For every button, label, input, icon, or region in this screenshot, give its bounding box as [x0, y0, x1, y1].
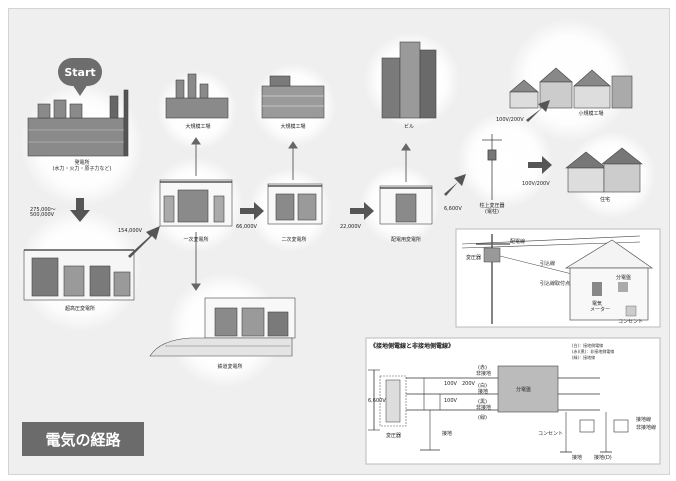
transformer-label: 変圧器: [466, 255, 482, 261]
voltage-22000-label: 22,000V: [340, 224, 361, 230]
ground-label: 接地: [442, 431, 453, 437]
breaker-label: 分電盤: [616, 275, 632, 281]
wire-black-label: (黒): [478, 399, 487, 405]
small-factory-icon: [509, 67, 633, 109]
railway-substation-label: 鉄道変電所: [217, 364, 243, 370]
service-fitting-label: 引込線取付点: [540, 281, 571, 287]
large-factory-2-label: 大規模工場: [280, 124, 306, 130]
voltage-6600-label: 6,600V: [444, 206, 462, 212]
building-icon: [381, 41, 437, 119]
ultra-high-substation-label: 超高圧変電所: [64, 306, 95, 312]
wire-black-sublabel: 非接地: [476, 405, 492, 411]
voltage-275000-label: 275,000～: [30, 207, 56, 213]
voltage-500000-label: 500,000V: [30, 212, 55, 218]
pole-transformer-icon: [482, 134, 502, 200]
start-badge: Start: [58, 58, 102, 86]
legend2a-label: 接地線: [636, 417, 652, 423]
house-icon: [565, 147, 643, 193]
distribution-substation-label: 配電用変電所: [390, 237, 421, 243]
flow-arrows: [70, 100, 552, 258]
distribution-substation-icon: [379, 185, 433, 225]
voltage-66000-label: 66,000V: [236, 224, 257, 230]
railway-substation-icon: [149, 297, 296, 357]
small-factory-label: 小規模工場: [578, 111, 604, 117]
wire-red-label: (赤): [478, 365, 487, 371]
grounding-100b-label: 100V: [444, 398, 457, 404]
meter-label: 電気: [592, 301, 603, 307]
wire-red-sublabel: 非接地: [476, 371, 492, 377]
ultra-high-substation-icon: [23, 249, 135, 301]
page-title: 電気の経路: [22, 422, 144, 456]
voltage-100-200-factory-label: 100V/200V: [496, 117, 524, 123]
grounding-6600-label: 6,600V: [368, 398, 386, 404]
legend-item: (白)：接地側電線: [572, 343, 604, 348]
secondary-substation-label: 二次変電所: [281, 237, 307, 243]
wire-white-sublabel: 接地: [478, 389, 489, 395]
primary-substation-label: 一次変電所: [183, 237, 209, 243]
grounding-200-label: 200V: [462, 381, 475, 387]
legend2b-label: 非接地線: [636, 425, 657, 431]
grounding-transformer-label: 変圧器: [386, 433, 402, 439]
pole-transformer-sublabel: (電柱): [485, 209, 499, 215]
grounding-legend: (白)：接地側電線 (赤)(黒)：非接地側電線 (緑)：接地線: [572, 343, 614, 361]
ground-a-label: 接地: [572, 455, 583, 461]
large-factory-1-icon: [165, 73, 229, 119]
house-label: 住宅: [599, 197, 610, 203]
pole-transformer-label: 柱上変圧器: [479, 203, 505, 209]
large-factory-2-icon: [261, 75, 325, 119]
power-plant-sublabel: (水力・火力・原子力など): [52, 166, 112, 172]
secondary-substation-icon: [267, 183, 323, 225]
power-plant-label: 発電所: [74, 160, 90, 166]
power-plant-icon: [27, 89, 129, 157]
grounding-outlet-label: コンセント: [538, 431, 564, 437]
wire-green-label: (緑): [478, 415, 487, 421]
service-wire-label: 引込線: [540, 261, 556, 267]
grounding-100a-label: 100V: [444, 381, 457, 387]
ground-mark-label: 接地(D): [594, 455, 612, 461]
grounding-breaker-label: 分電盤: [516, 387, 532, 393]
grounding-panel: [365, 337, 661, 465]
thin-arrows: [191, 137, 411, 291]
large-factory-1-label: 大規模工場: [185, 124, 211, 130]
wire-white-label: (白): [478, 383, 487, 389]
building-label: ビル: [403, 124, 414, 130]
legend-item: (緑)：接地線: [572, 355, 596, 360]
start-pin-icon: [72, 84, 88, 96]
grounding-panel-title: 《接地側電線と非接地側電線》: [370, 343, 455, 350]
wiring-panel: [455, 228, 661, 328]
outlet-label: コンセント: [618, 319, 644, 325]
voltage-154000-label: 154,000V: [118, 228, 143, 234]
meter-label-2: メーター: [590, 307, 611, 313]
primary-substation-icon: [159, 179, 233, 227]
legend-item: (赤)(黒)：非接地側電線: [572, 349, 615, 354]
voltage-100-200-house-label: 100V/200V: [522, 181, 550, 187]
distribution-line-label: 配電線: [510, 239, 526, 245]
